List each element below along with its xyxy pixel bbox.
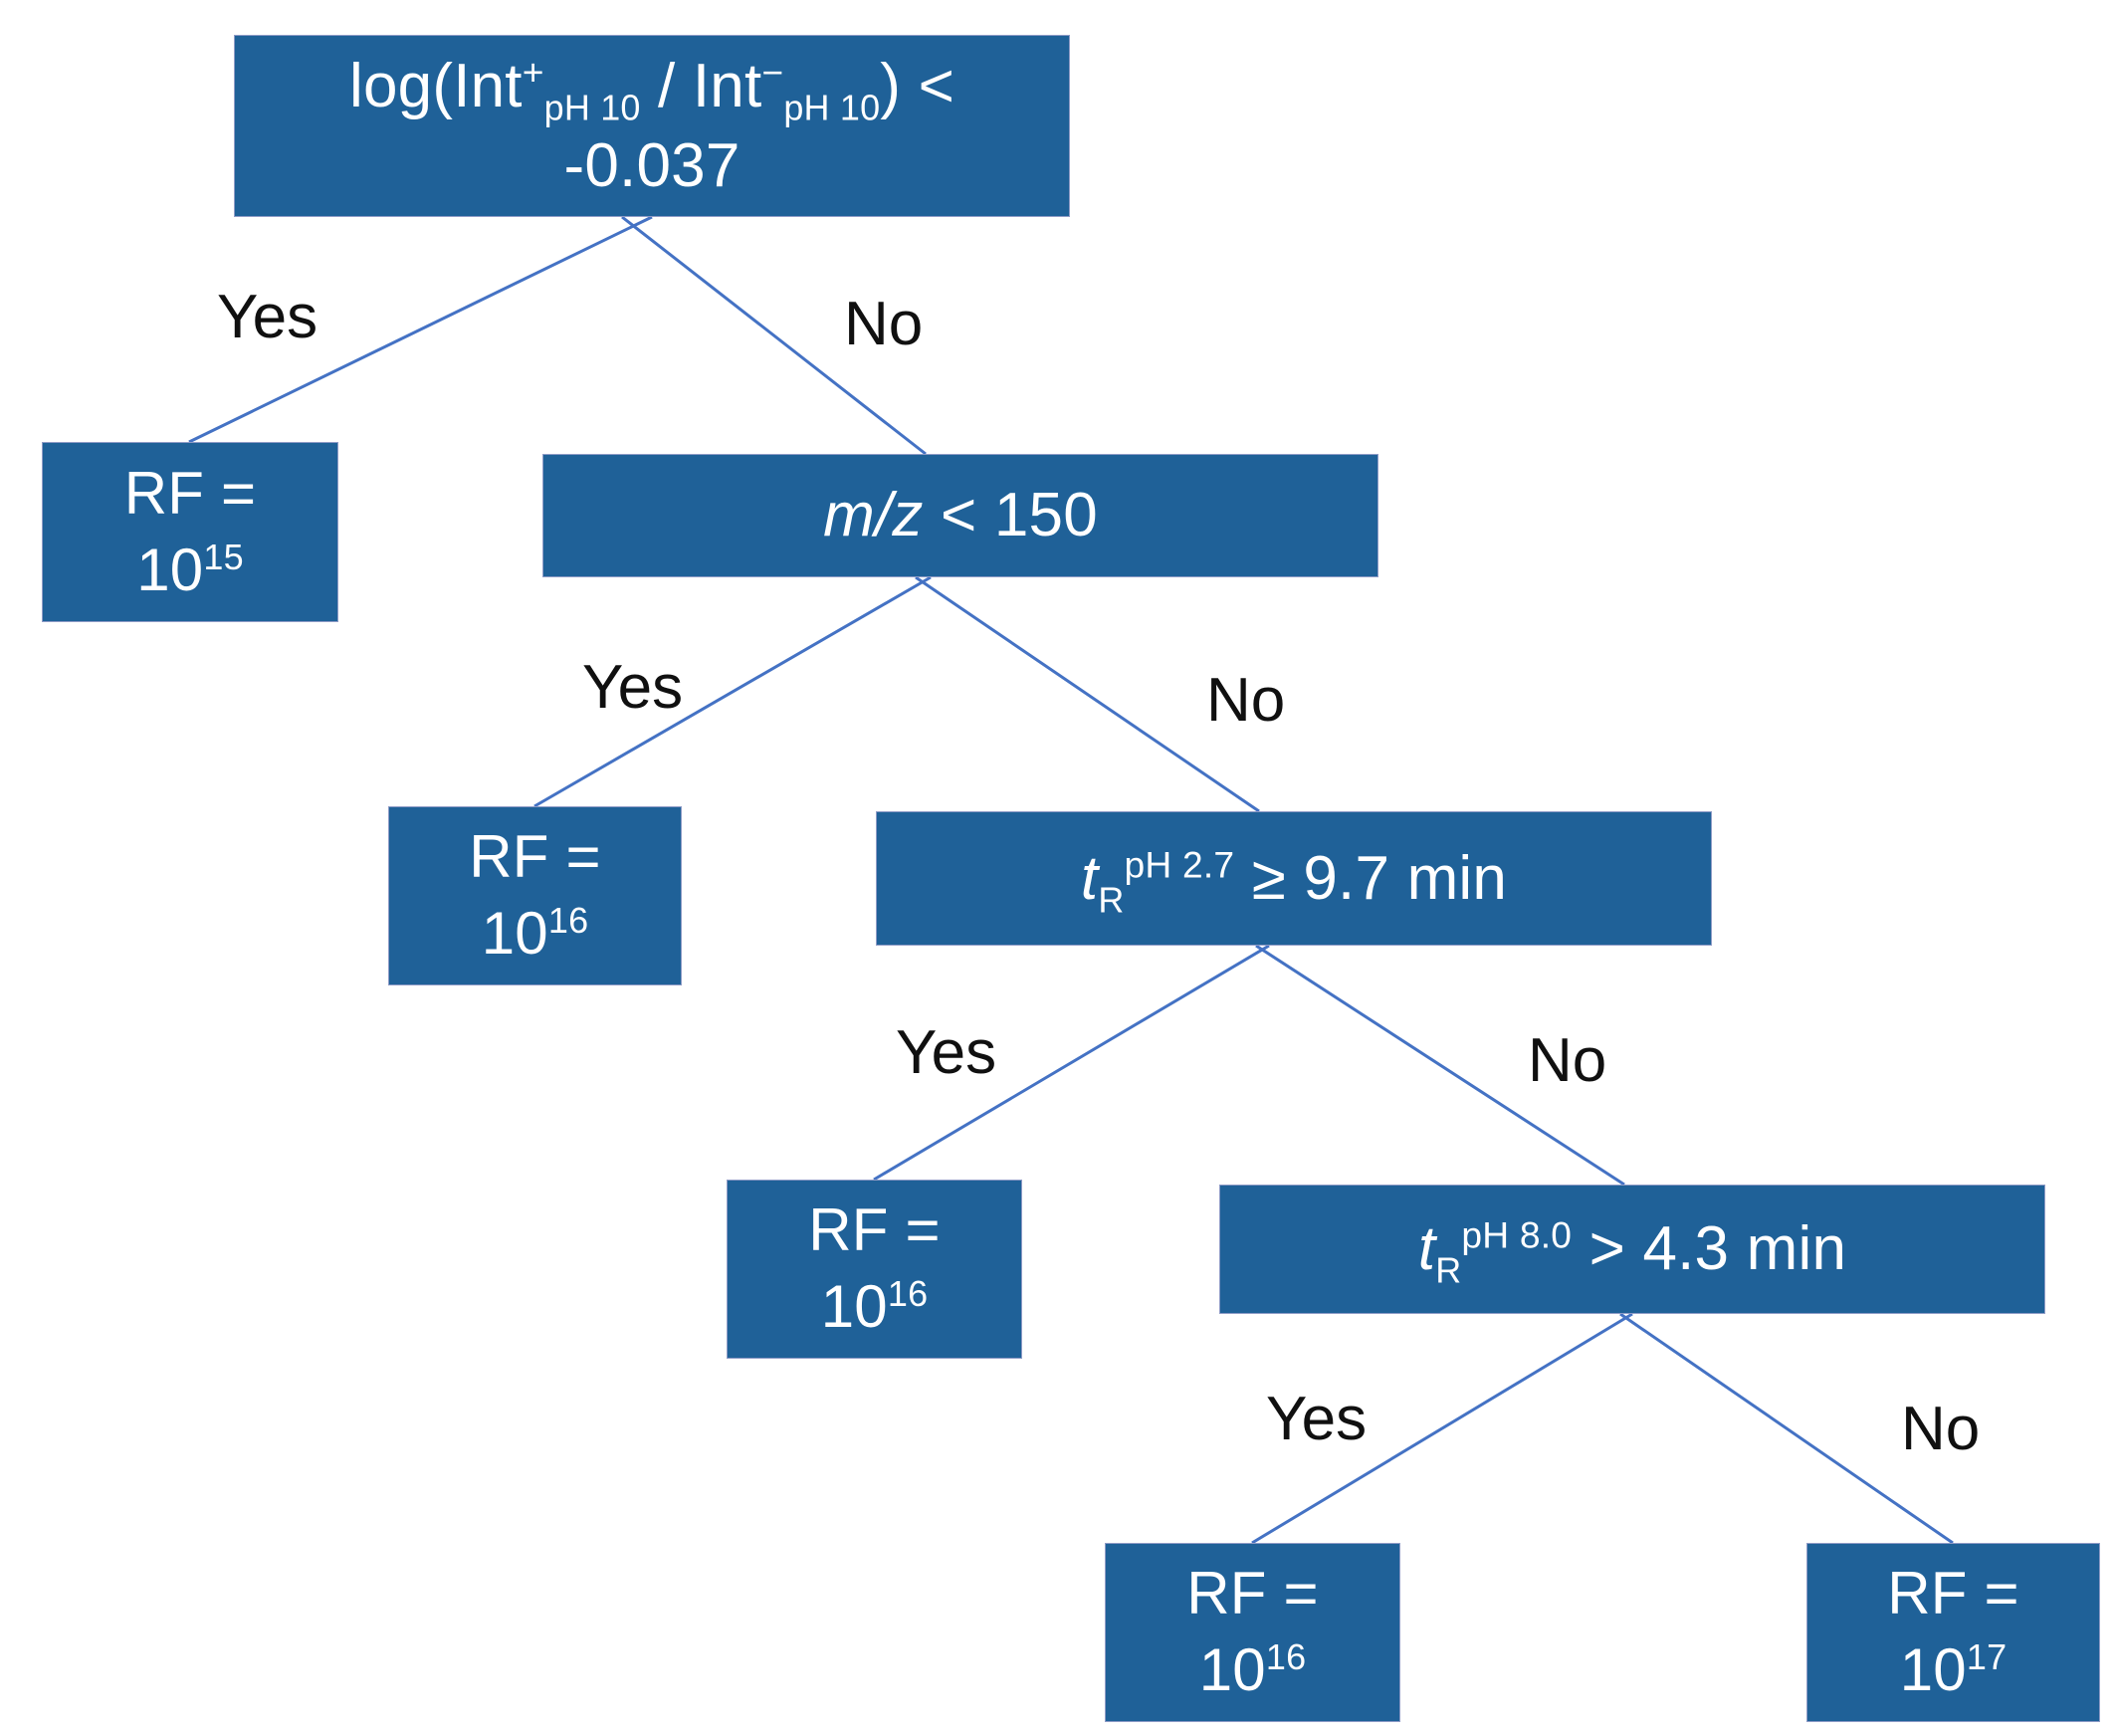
tr80-condition: > 4.3 min — [1572, 1214, 1847, 1284]
branch-label-mz-no: No — [1206, 666, 1286, 735]
node-decision-tr-ph27-text: tRpH 2.7 ≥ 9.7 min — [877, 839, 1711, 918]
leaf-rf15-exponent: 15 — [203, 536, 244, 577]
root-sup-plus: + — [522, 51, 544, 94]
leaf-rf16b-exponent: 16 — [887, 1273, 929, 1314]
node-leaf-rf-1e15[interactable]: RF =1015 — [42, 442, 338, 622]
node-decision-mz[interactable]: m/z < 150 — [542, 454, 1378, 577]
tr27-superscript-ph: pH 2.7 — [1124, 843, 1235, 886]
root-sup-minus: − — [761, 51, 784, 94]
node-decision-tr-ph80-text: tRpH 8.0 > 4.3 min — [1220, 1209, 2044, 1288]
node-decision-mz-text: m/z < 150 — [543, 476, 1377, 554]
tr27-symbol: t — [1080, 843, 1099, 913]
branch-label-tr27-no: No — [1528, 1026, 1607, 1095]
mz-symbol: m/z — [823, 481, 924, 550]
node-decision-tr-ph80[interactable]: tRpH 8.0 > 4.3 min — [1219, 1185, 2045, 1314]
leaf-rf17-exponent: 17 — [1966, 1636, 2008, 1677]
node-root-decision[interactable]: log(Int+pH 10 / Int−pH 10) <-0.037 — [234, 35, 1070, 217]
branch-label-mz-yes: Yes — [582, 653, 684, 722]
node-decision-tr-ph27[interactable]: tRpH 2.7 ≥ 9.7 min — [876, 811, 1712, 946]
tr27-condition: ≥ 9.7 min — [1234, 843, 1508, 913]
tr80-subscript-R: R — [1435, 1249, 1462, 1291]
node-leaf-rf-1e16-a[interactable]: RF =1016 — [388, 806, 682, 985]
leaf-rf16a-exponent: 16 — [547, 900, 589, 941]
node-leaf-rf-1e16-c[interactable]: RF =1016 — [1105, 1543, 1400, 1722]
branch-label-tr27-yes: Yes — [896, 1018, 997, 1087]
leaf-rf16a-text: RF =1016 — [469, 823, 601, 967]
leaf-rf15-text: RF =1015 — [123, 459, 257, 603]
branch-label-tr80-no: No — [1901, 1395, 1981, 1463]
branch-label-tr80-yes: Yes — [1266, 1385, 1368, 1453]
leaf-rf16c-exponent: 16 — [1265, 1636, 1307, 1677]
tr80-superscript-ph: pH 8.0 — [1461, 1213, 1573, 1256]
leaf-rf17-text: RF =1017 — [1887, 1560, 2019, 1703]
node-root-text: log(Int+pH 10 / Int−pH 10) <-0.037 — [349, 51, 954, 200]
leaf-rf16c-text: RF =1016 — [1186, 1560, 1319, 1703]
root-sub-ph10-a: pH 10 — [543, 87, 641, 128]
node-leaf-rf-1e16-b[interactable]: RF =1016 — [727, 1180, 1022, 1359]
branch-label-root-no: No — [844, 290, 924, 358]
root-threshold-value: -0.037 — [563, 130, 740, 200]
root-sub-ph10-b: pH 10 — [783, 87, 881, 128]
mz-condition: < 150 — [923, 481, 1098, 550]
branch-label-root-yes: Yes — [217, 283, 318, 351]
tr80-symbol: t — [1417, 1214, 1436, 1284]
tr27-subscript-R: R — [1098, 879, 1125, 921]
leaf-rf16b-text: RF =1016 — [808, 1196, 941, 1340]
node-leaf-rf-1e17[interactable]: RF =1017 — [1806, 1543, 2100, 1722]
